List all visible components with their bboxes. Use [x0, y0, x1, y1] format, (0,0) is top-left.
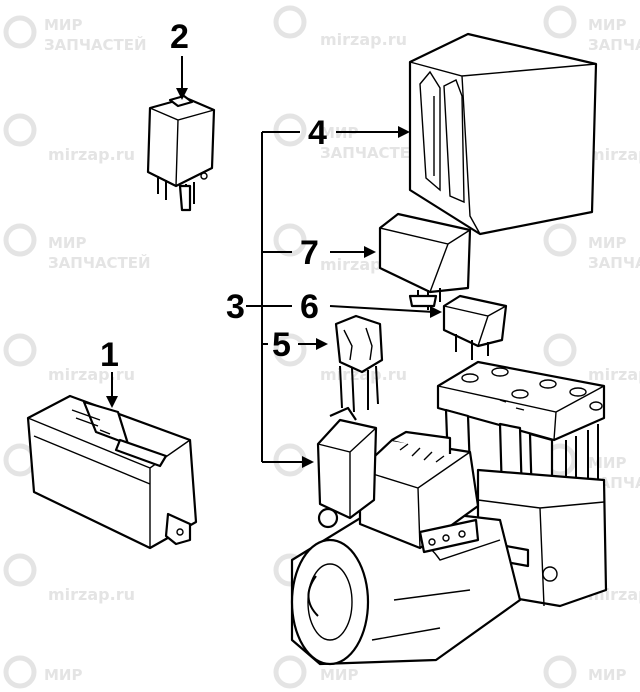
watermark-brand-text: МИР: [320, 666, 358, 684]
connector-part-5: [334, 314, 384, 413]
watermark-site-text: mirzap.ru: [48, 145, 135, 164]
watermark-logo: mirzap.ru: [543, 333, 640, 384]
watermark-site-text: mirzap.ru: [48, 585, 135, 604]
watermark-brand-text: ЗАПЧАСТЕЙ: [320, 143, 423, 162]
callout-3: 3: [226, 288, 245, 326]
watermark-site-text: mirzap.ru: [588, 365, 640, 384]
watermark-logo: МИР ЗАПЧАСТЕЙ: [543, 223, 640, 272]
watermark-brand-text: МИР: [588, 16, 626, 34]
watermark-brand-text: МИР: [588, 666, 626, 684]
watermark-brand-text: ЗАПЧАСТЕЙ: [588, 253, 640, 272]
watermark-logo: МИР: [273, 655, 358, 689]
watermark-logo: mirzap.ru: [273, 5, 407, 49]
watermark-logo: МИР: [543, 655, 626, 689]
hydraulic-unit-assembly: [290, 360, 608, 666]
watermark-site-text: mirzap.ru: [320, 30, 407, 49]
watermark-logo: МИР ЗАПЧАСТЕЙ: [543, 5, 640, 54]
watermark-logo: МИР: [3, 655, 82, 689]
callout-2: 2: [170, 18, 189, 56]
callout-5: 5: [272, 326, 291, 364]
watermark-brand-text: МИР: [44, 16, 82, 34]
watermark-logo: МИР ЗАПЧАСТЕЙ: [3, 15, 147, 54]
watermark-brand-text: МИР: [588, 454, 626, 472]
watermark-logo: МИР ЗАПЧАСТЕЙ: [3, 223, 151, 272]
watermark-logo: mirzap.ru: [3, 113, 135, 164]
relay-part-6: [442, 294, 508, 360]
callout-numbers: 2 1 3 4 7 6 5: [100, 18, 327, 374]
watermark-site-text: mirzap.ru: [588, 145, 640, 164]
watermark-brand-text: МИР: [588, 234, 626, 252]
watermark-logo: МИР ЗАПЧАСТЕЙ: [273, 113, 423, 162]
watermark-logo: mirzap.ru: [3, 333, 135, 384]
watermark-brand-text: ЗАПЧАСТЕЙ: [48, 253, 151, 272]
watermark-brand-text: ЗАПЧАСТЕЙ: [588, 35, 640, 54]
watermark-brand-text: МИР: [44, 666, 82, 684]
watermark-brand-text: МИР: [48, 234, 86, 252]
control-module-part-1: [26, 394, 198, 550]
relay-part-2: [146, 94, 216, 212]
watermark-site-text: mirzap.ru: [320, 365, 407, 384]
callout-1: 1: [100, 336, 119, 374]
watermark-brand-text: ЗАПЧАСТЕЙ: [44, 35, 147, 54]
callout-7: 7: [300, 234, 319, 272]
callout-4: 4: [308, 114, 327, 152]
leader-lines: [106, 56, 442, 468]
relay-part-7: [378, 212, 472, 310]
watermark-site-text: mirzap.ru: [48, 365, 135, 384]
cover-part-4: [408, 32, 598, 236]
watermark-logo: mirzap.ru: [3, 553, 135, 604]
watermark-logo: mirzap.ru: [273, 333, 407, 384]
callout-6: 6: [300, 288, 319, 326]
